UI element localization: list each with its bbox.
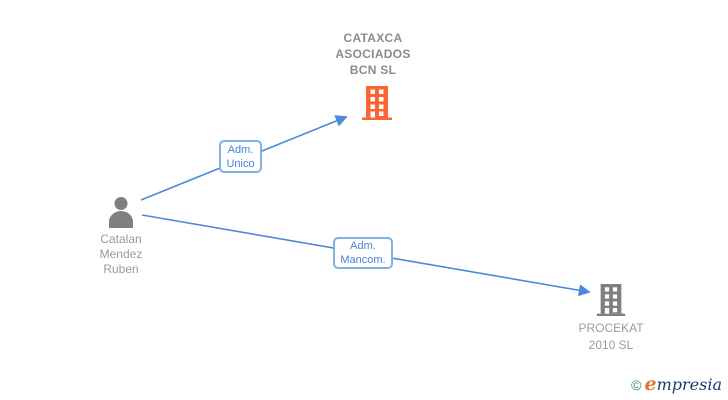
edge-label-adm-unico-line2: Unico: [226, 157, 255, 170]
copyright-icon: ©: [631, 377, 642, 393]
empresia-logo-e: e: [644, 373, 657, 395]
company-top-name-line2: ASOCIADOS: [335, 47, 411, 61]
person-name-line2: Mendez: [99, 247, 143, 261]
company-bottom-name-line1: PROCEKAT: [578, 321, 644, 335]
company-bottom-building-icon[interactable]: [596, 284, 626, 316]
edge-label-adm-unico: Adm. Unico: [219, 140, 262, 173]
company-top-building-icon[interactable]: [362, 86, 392, 120]
company-top-name-line1: CATAXCA: [343, 31, 403, 45]
person-label: Catalan Mendez Ruben: [71, 232, 171, 277]
empresia-watermark: ©empresia: [631, 374, 722, 395]
person-name-line3: Ruben: [103, 262, 139, 276]
edge-label-adm-mancom: Adm. Mancom.: [333, 237, 393, 269]
company-bottom-label: PROCEKAT 2010 SL: [561, 320, 661, 354]
company-top-name-line3: BCN SL: [349, 63, 397, 77]
edge-label-adm-unico-line1: Adm.: [227, 143, 254, 156]
company-top-label: CATAXCA ASOCIADOS BCN SL: [313, 30, 433, 78]
person-icon[interactable]: [105, 196, 137, 228]
person-name-line1: Catalan: [100, 232, 142, 246]
empresia-logo-text: mpresia: [656, 375, 722, 394]
company-bottom-name-line2: 2010 SL: [588, 338, 634, 352]
edge-label-adm-mancom-line1: Adm.: [350, 240, 376, 252]
edge-label-adm-mancom-line2: Mancom.: [340, 254, 386, 266]
